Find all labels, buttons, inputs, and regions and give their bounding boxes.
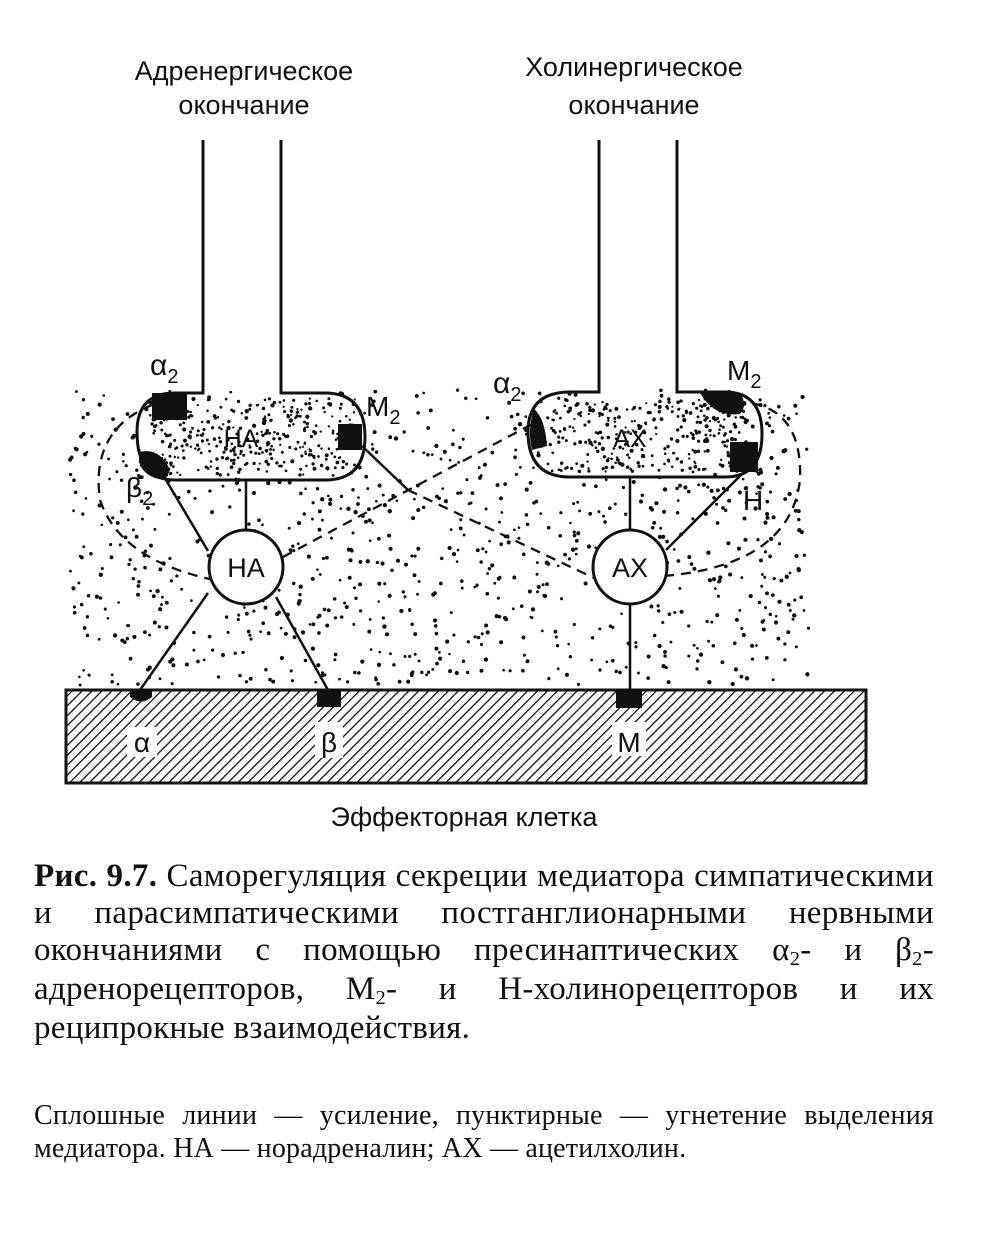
cholinergic-nerve-ending	[526, 140, 764, 479]
beta2-label-left: β2	[126, 472, 153, 510]
caption-sub-3: 2	[375, 987, 386, 1010]
cholinergic-label-line1: Холинергическое	[525, 52, 743, 82]
receptor-diagram: Адренергическое окончание Холинергическо…	[64, 52, 868, 832]
adrenergic-label-line2: окончание	[178, 90, 309, 120]
adrenergic-label-line1: Адренергическое	[135, 56, 353, 86]
right-vesicle-label: АХ	[613, 425, 647, 453]
effector-cell-label: Эффекторная клетка	[331, 802, 599, 832]
inhibition-lines	[97, 400, 802, 582]
cholinergic-label-line2: окончание	[568, 90, 699, 120]
right-mediator-circle	[591, 528, 669, 606]
caption-text-2: - и β	[800, 931, 913, 968]
effector-cell	[64, 688, 868, 785]
m2-label-right: M2	[727, 355, 761, 393]
effector-alpha-label: α	[134, 727, 150, 758]
effector-alpha-receptor	[130, 690, 152, 702]
m2-label-left: M2	[366, 391, 400, 429]
right-mediator-label: АХ	[612, 553, 648, 583]
caption-prefix: Рис. 9.7.	[34, 858, 158, 894]
caption-note: Сплошные линии — усиление, пунктирные — …	[34, 1100, 934, 1164]
caption-sub-1: 2	[789, 948, 801, 971]
alpha2-label-left: α2	[150, 349, 178, 388]
caption-sub-2: 2	[912, 948, 923, 971]
figure-caption: Рис. 9.7. Саморегуляция секреции медиато…	[34, 858, 934, 1047]
alpha2-receptor-left	[152, 393, 187, 420]
enhancement-lines	[138, 445, 745, 691]
m2-receptor-right	[700, 393, 744, 415]
m2-receptor-left	[338, 424, 362, 450]
mediator-dots	[68, 388, 811, 687]
beta2-receptor-left	[139, 451, 170, 480]
h-receptor-right	[730, 442, 758, 472]
effector-beta-label: β	[321, 727, 337, 758]
adrenergic-nerve-ending	[135, 140, 367, 482]
alpha2-label-right: α2	[493, 367, 521, 406]
effector-beta-receptor	[317, 690, 341, 707]
caption-text-3: -адренорецепторов, М	[34, 931, 934, 1007]
effector-m-receptor	[616, 690, 642, 708]
left-vesicle-label: НА	[224, 425, 259, 453]
effector-m-label: M	[617, 727, 640, 758]
left-mediator-circle	[207, 528, 285, 606]
caption-text-1: Саморегуляция секреции медиатора симпати…	[34, 858, 934, 968]
alpha2-receptor-right	[529, 409, 547, 450]
caption-text-4: - и Н-холинорецепторов и их реципрокные …	[34, 970, 934, 1046]
h-label-right: H	[743, 485, 763, 516]
left-mediator-label: НА	[227, 553, 265, 583]
